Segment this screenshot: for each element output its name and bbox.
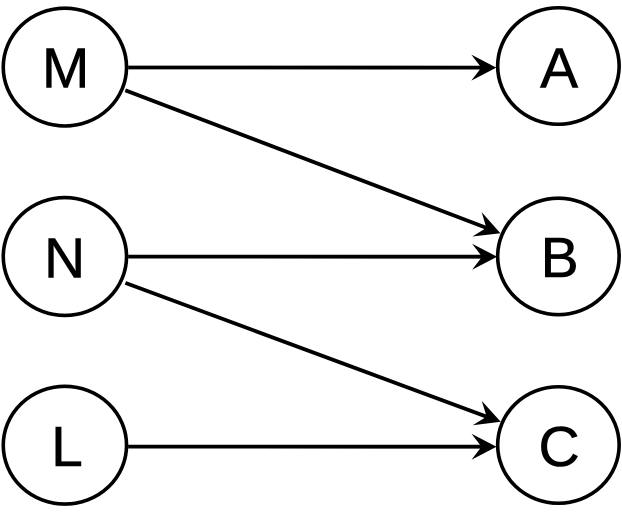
svg-text:L: L: [51, 415, 83, 479]
svg-text:C: C: [539, 415, 580, 479]
svg-text:A: A: [540, 37, 578, 101]
svg-text:B: B: [541, 226, 579, 290]
svg-text:M: M: [42, 37, 89, 101]
svg-text:N: N: [44, 226, 85, 290]
